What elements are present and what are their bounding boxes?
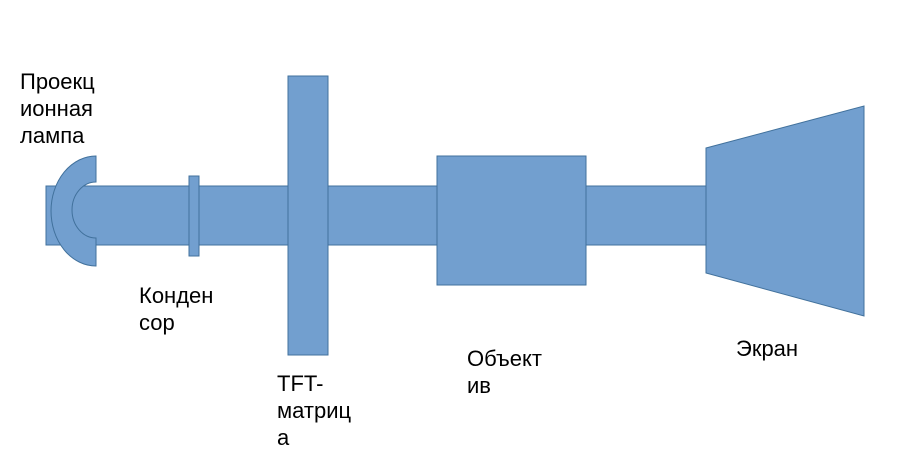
tft-matrix-shape (287, 75, 329, 356)
screen-shape (705, 105, 865, 317)
projection-lamp-shape (50, 155, 97, 267)
lens-shape (436, 155, 587, 286)
light-beam (45, 185, 707, 246)
condenser-shape (188, 175, 200, 257)
screen-label: Экран (736, 336, 799, 361)
projection-lamp-label: Проекц ионная лампа (20, 69, 95, 148)
tft-matrix-label: TFT- матриц а (277, 371, 352, 450)
lens-label: Объект ив (467, 346, 542, 398)
condenser-label: Конден сор (139, 283, 214, 335)
